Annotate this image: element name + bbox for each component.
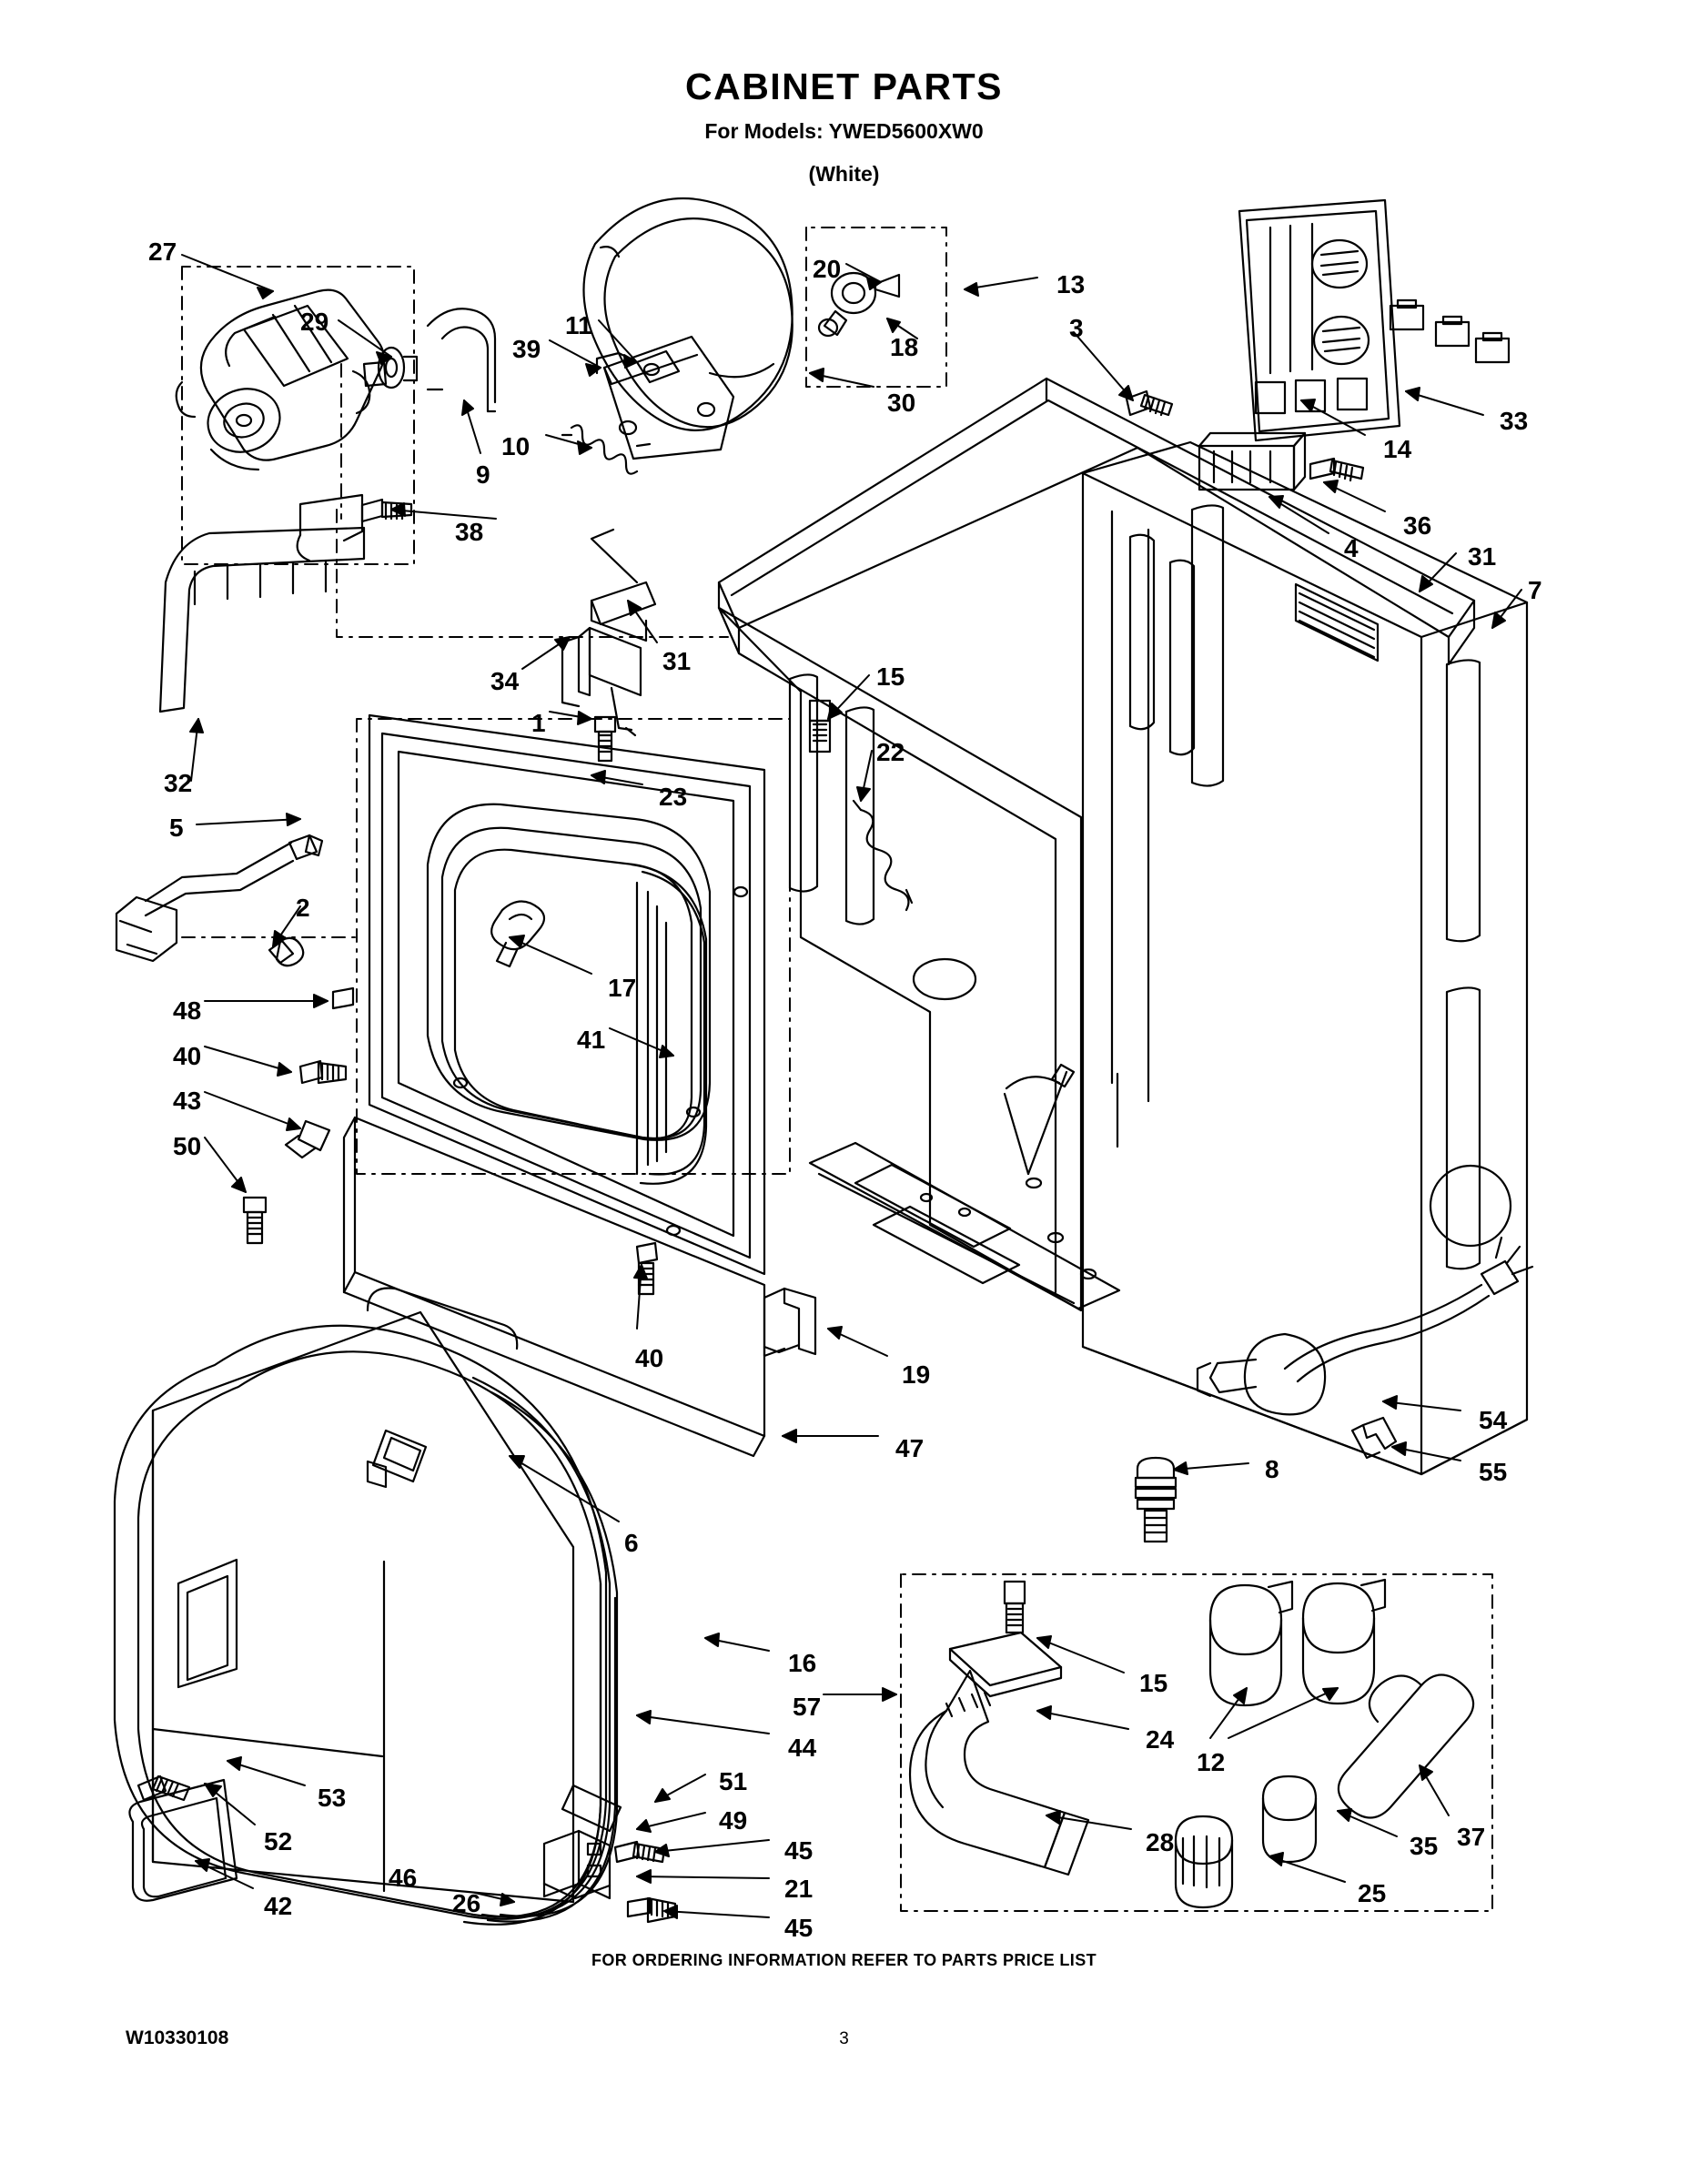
callout-25: 25 [1358, 1879, 1387, 1907]
callout-31-center: 31 [662, 647, 692, 675]
callout-41: 41 [577, 1026, 606, 1054]
callout-46: 46 [389, 1864, 418, 1892]
callout-7: 7 [1528, 576, 1542, 604]
color-line: (White) [808, 162, 880, 186]
callout-29: 29 [300, 308, 329, 336]
callout-31-upper-right: 31 [1468, 542, 1497, 571]
ordering-information-note: FOR ORDERING INFORMATION REFER TO PARTS … [591, 1951, 1097, 1969]
callout-33: 33 [1500, 407, 1529, 435]
callout-49: 49 [719, 1806, 748, 1835]
callout-55: 55 [1479, 1458, 1508, 1486]
callout-40-left: 40 [173, 1042, 202, 1070]
callout-36: 36 [1403, 511, 1432, 540]
callout-48: 48 [173, 996, 202, 1025]
callout-42: 42 [264, 1892, 293, 1920]
callout-15-upper: 15 [876, 662, 905, 691]
callout-38: 38 [455, 518, 484, 546]
callout-1: 1 [531, 709, 546, 737]
callout-2: 2 [296, 894, 310, 922]
callout-23: 23 [659, 783, 688, 811]
callout-10: 10 [501, 432, 531, 460]
callout-21: 21 [784, 1875, 814, 1903]
callout-54: 54 [1479, 1406, 1508, 1434]
callout-27: 27 [148, 238, 177, 266]
callout-19: 19 [902, 1360, 931, 1389]
callout-53: 53 [318, 1784, 347, 1812]
callout-6: 6 [624, 1529, 639, 1557]
callout-16: 16 [788, 1649, 817, 1677]
callout-47: 47 [895, 1434, 925, 1462]
callout-30: 30 [887, 389, 916, 417]
callout-4: 4 [1344, 534, 1359, 562]
page-title: CABINET PARTS [684, 66, 1004, 107]
callout-24: 24 [1146, 1725, 1175, 1754]
callout-9: 9 [476, 460, 490, 489]
callout-44: 44 [788, 1734, 817, 1762]
callout-35: 35 [1410, 1832, 1439, 1860]
callout-39: 39 [512, 335, 541, 363]
callout-15-lower: 15 [1139, 1669, 1168, 1697]
page-number: 3 [839, 2029, 849, 2048]
callout-40-lower: 40 [635, 1344, 664, 1372]
callout-45-lower: 45 [784, 1914, 814, 1942]
callout-14: 14 [1383, 435, 1412, 463]
callout-43: 43 [173, 1087, 202, 1115]
callout-12: 12 [1197, 1748, 1226, 1776]
callout-3: 3 [1069, 314, 1084, 342]
callout-51: 51 [719, 1767, 748, 1795]
callout-5: 5 [169, 814, 184, 842]
models-line: For Models: YWED5600XW0 [704, 119, 984, 143]
callout-13: 13 [1056, 270, 1086, 298]
callout-37: 37 [1457, 1823, 1486, 1851]
callout-45-upper: 45 [784, 1836, 814, 1865]
callout-32: 32 [164, 769, 193, 797]
callout-28: 28 [1146, 1828, 1175, 1856]
document-code: W10330108 [126, 2027, 229, 2048]
callout-52: 52 [264, 1827, 293, 1855]
callout-20: 20 [813, 255, 842, 283]
callout-8: 8 [1265, 1455, 1279, 1483]
callout-26: 26 [452, 1889, 481, 1917]
callout-57: 57 [793, 1693, 822, 1721]
callout-22: 22 [876, 738, 905, 766]
callout-17: 17 [608, 974, 637, 1002]
callout-11: 11 [565, 311, 592, 339]
callout-34: 34 [490, 667, 520, 695]
callout-18: 18 [890, 333, 919, 361]
callout-50: 50 [173, 1132, 202, 1160]
